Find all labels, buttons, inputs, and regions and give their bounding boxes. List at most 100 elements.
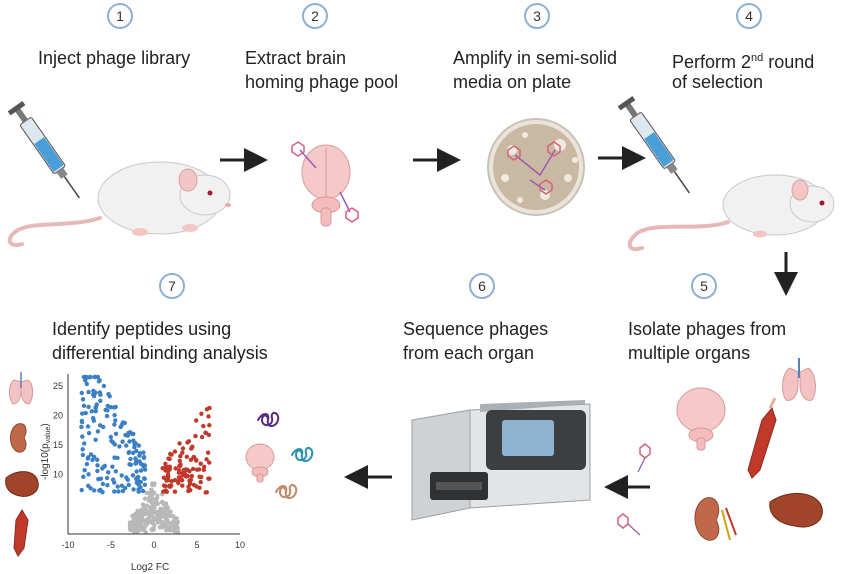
scatter-point-up [190, 444, 195, 449]
scatter-point-down [136, 474, 141, 480]
scatter-point-down [110, 464, 115, 469]
scatter-point-ns [157, 518, 163, 523]
scatter-point-down [84, 461, 90, 467]
y-axis-label-main: -log10(p [40, 443, 51, 480]
scatter-point-down [86, 430, 92, 436]
scatter-point-up [185, 440, 190, 445]
x-tick-label: -5 [107, 540, 115, 550]
scatter-point-down [142, 482, 148, 487]
y-tick-label: 15 [53, 440, 63, 450]
scatter-point-down [97, 488, 102, 493]
scatter-point-up [180, 483, 185, 488]
scatter-point-up [166, 456, 171, 461]
scatter-point-up [163, 488, 168, 493]
scatter-point-down [105, 483, 110, 488]
step-4-number: 4 [736, 3, 762, 29]
scatter-point-down [128, 456, 133, 462]
scatter-point-up [184, 454, 189, 459]
scatter-point-up [178, 454, 183, 459]
step-5-number: 5 [691, 273, 717, 299]
scatter-point-up [177, 441, 182, 446]
step-3-number: 3 [524, 3, 550, 29]
scatter-point-down [134, 448, 139, 454]
scatter-point-down [98, 392, 103, 397]
scatter-point-up [161, 483, 167, 488]
scatter-point-down [138, 485, 143, 490]
scatter-point-down [103, 407, 108, 413]
y-axis-label-sub: value [45, 426, 52, 443]
scatter-point-ns [160, 522, 165, 527]
step-6-number: 6 [469, 273, 495, 299]
scatter-point-up [173, 466, 178, 471]
scatter-point-down [126, 482, 131, 488]
scatter-point-up [164, 478, 169, 483]
step-2-number: 2 [302, 3, 328, 29]
scatter-point-ns [151, 518, 156, 523]
x-tick-label: -10 [61, 540, 74, 550]
scatter-point-down [120, 488, 126, 494]
scatter-point-down [141, 476, 147, 481]
scatter-point-down [93, 409, 98, 414]
scatter-point-up [207, 423, 212, 428]
scatter-point-down [79, 424, 84, 430]
scatter-point-ns [158, 506, 163, 511]
scatter-point-down [84, 381, 90, 387]
scatter-point-ns [142, 496, 148, 501]
organ-brain-icon [676, 387, 726, 451]
scatter-point-ns [155, 501, 160, 507]
scatter-point-down [123, 432, 128, 438]
scatter-point-down [141, 450, 146, 455]
scatter-point-up [207, 405, 212, 411]
scatter-point-down [123, 485, 128, 491]
scatter-point-down [80, 452, 86, 458]
scatter-point-down [89, 409, 95, 414]
scatter-point-ns [152, 481, 157, 486]
peptide-brain-icon [245, 443, 275, 483]
scatter-point-up [203, 430, 208, 435]
lungs-icon [782, 358, 816, 401]
scatter-point-down [133, 456, 138, 461]
scatter-point-ns [160, 500, 165, 505]
step-3-label-line2: media on plate [453, 72, 572, 92]
scatter-point-down [131, 450, 136, 456]
scatter-point-down [130, 473, 136, 478]
scatter-point-up [180, 473, 185, 478]
scatter-point-down [112, 480, 117, 485]
scatter-point-down [138, 468, 144, 473]
scatter-point-up [194, 458, 199, 463]
scatter-point-down [107, 394, 112, 399]
scatter-point-down [108, 434, 114, 440]
scatter-point-up [205, 450, 211, 455]
step-4-label-pre: Perform 2 [672, 52, 752, 72]
scatter-point-up [161, 475, 167, 480]
scatter-point-down [136, 443, 141, 448]
scatter-point-up [206, 432, 212, 438]
x-tick-label: 10 [235, 540, 245, 550]
scatter-point-down [133, 461, 139, 466]
step-5-label-line1: Isolate phages from [628, 319, 787, 339]
scatter-point-ns [129, 527, 134, 533]
step-5-label-line2: multiple organs [628, 343, 751, 363]
step-1-number: 1 [107, 3, 133, 29]
step-7-label-line2: differential binding analysis [52, 343, 268, 363]
scatter-point-down [95, 429, 101, 434]
scatter-point-up [204, 490, 209, 495]
step-4-label-line2: of selection [672, 72, 764, 92]
scatter-point-up [194, 418, 199, 423]
scatter-point-down [101, 424, 106, 430]
scatter-point-down [80, 411, 85, 416]
x-axis-label: Log2 FC [131, 562, 169, 573]
scatter-point-ns [144, 503, 150, 508]
scatter-point-down [111, 405, 117, 410]
scatter-point-down [85, 424, 91, 429]
scatter-point-up [178, 462, 183, 467]
scatter-point-ns [151, 527, 156, 532]
scatter-point-ns [150, 501, 155, 507]
scatter-point-ns [171, 519, 176, 524]
scatter-point-down [119, 483, 125, 488]
scatter-point-up [166, 467, 171, 472]
scatter-point-up [191, 482, 197, 488]
scatter-point-down [125, 477, 130, 482]
scatter-point-down [80, 397, 86, 402]
scatter-point-up [172, 489, 178, 494]
